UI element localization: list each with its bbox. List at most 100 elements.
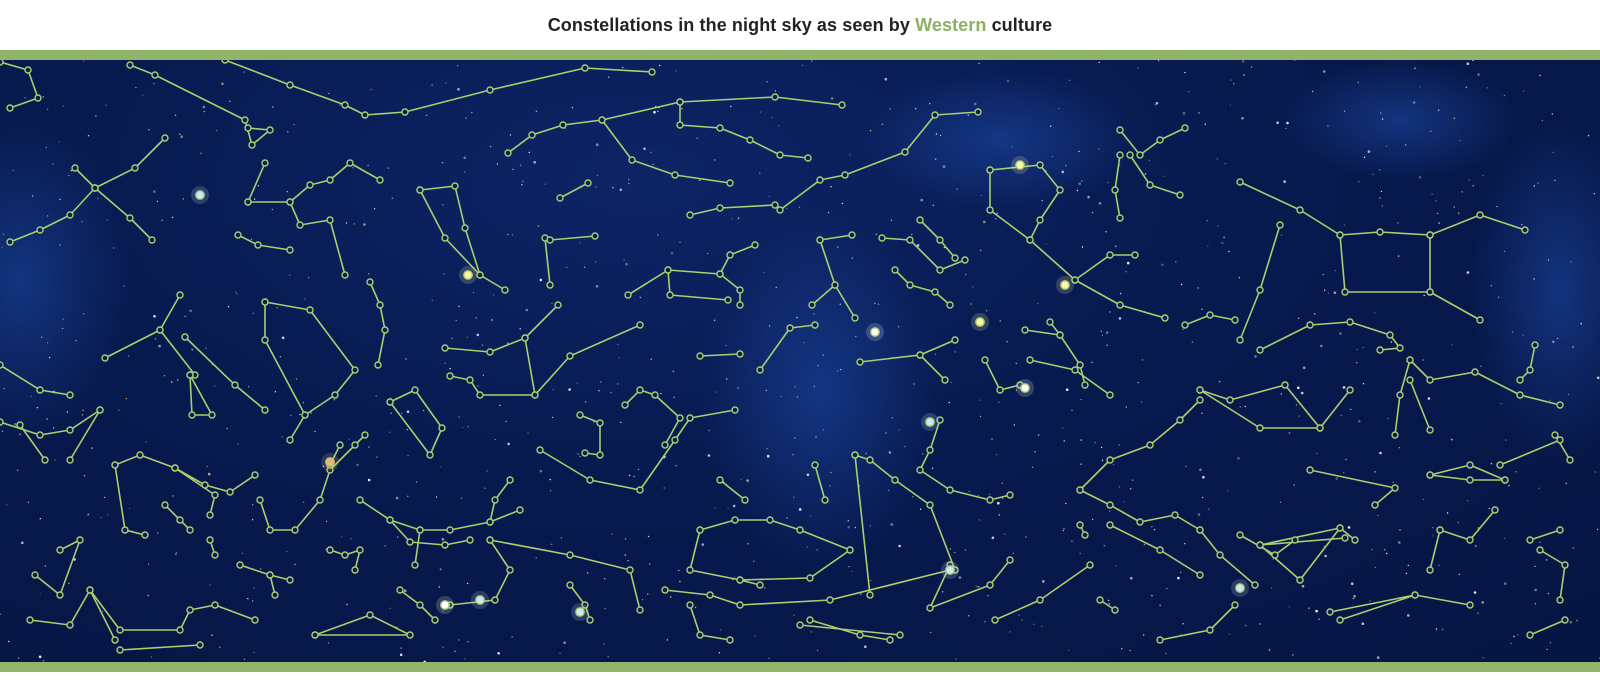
background-star xyxy=(45,146,47,149)
constellation-line xyxy=(1409,379,1431,431)
constellation-star xyxy=(661,441,669,449)
background-star xyxy=(1580,323,1582,325)
background-star xyxy=(1549,399,1551,401)
constellation-line xyxy=(814,464,826,501)
constellation-star xyxy=(716,476,724,484)
background-star xyxy=(1280,234,1283,236)
background-star xyxy=(148,129,150,131)
constellation-star xyxy=(1236,531,1244,539)
background-star xyxy=(594,261,597,263)
background-star xyxy=(1207,245,1209,247)
background-star xyxy=(1079,552,1081,555)
background-star xyxy=(299,413,301,416)
background-star xyxy=(1197,287,1200,289)
background-star xyxy=(1362,346,1365,349)
background-star xyxy=(1243,74,1245,76)
constellation-star xyxy=(1036,596,1044,604)
background-star xyxy=(1587,135,1590,137)
background-star xyxy=(1367,150,1371,153)
constellation-star xyxy=(1406,376,1414,384)
background-star xyxy=(660,392,662,395)
constellation-star xyxy=(1006,556,1014,564)
background-star xyxy=(1407,614,1410,617)
background-star xyxy=(438,586,440,588)
background-star xyxy=(1316,452,1318,455)
constellation-star xyxy=(176,626,184,634)
constellation-line xyxy=(389,389,443,456)
constellation-star xyxy=(176,291,184,299)
constellation-star xyxy=(584,179,592,187)
background-star xyxy=(1300,391,1304,395)
background-star xyxy=(1446,512,1449,514)
background-star xyxy=(1098,148,1100,150)
background-star xyxy=(653,110,656,114)
background-star xyxy=(1398,541,1401,544)
background-star xyxy=(732,504,736,508)
background-star xyxy=(1137,67,1139,69)
constellation-star xyxy=(1371,501,1379,509)
background-star xyxy=(1345,458,1347,461)
constellation-star xyxy=(266,126,274,134)
background-star xyxy=(1062,529,1065,532)
constellation-star xyxy=(6,104,14,112)
constellation-star xyxy=(804,154,812,162)
constellation-star xyxy=(851,314,859,322)
constellation-star xyxy=(1516,376,1524,384)
background-star xyxy=(1065,502,1067,505)
constellation-star xyxy=(696,526,704,534)
background-star xyxy=(1482,174,1484,176)
background-star xyxy=(849,154,851,156)
background-star xyxy=(346,603,348,606)
night-sky-map[interactable] xyxy=(0,60,1600,662)
background-star xyxy=(1034,451,1036,453)
background-star xyxy=(1397,222,1399,224)
background-star xyxy=(1118,486,1121,488)
background-star xyxy=(52,163,54,165)
background-star xyxy=(869,130,872,132)
background-star xyxy=(1103,544,1106,547)
background-star xyxy=(943,246,946,249)
background-star xyxy=(813,385,816,388)
background-star xyxy=(27,501,30,503)
background-star xyxy=(12,169,14,172)
constellation-star xyxy=(1426,376,1434,384)
background-star xyxy=(679,241,681,244)
background-star xyxy=(1472,185,1474,187)
background-star xyxy=(1228,633,1231,635)
constellation-star xyxy=(1306,321,1314,329)
constellation-star xyxy=(1226,396,1234,404)
background-star xyxy=(1322,273,1325,276)
background-star xyxy=(375,395,377,397)
constellation-line xyxy=(1259,321,1401,351)
background-star xyxy=(727,507,729,510)
background-star xyxy=(765,389,767,392)
background-star xyxy=(877,303,880,305)
constellation-line xyxy=(419,189,481,276)
background-star xyxy=(919,508,922,510)
background-star xyxy=(1302,366,1306,370)
constellation-star xyxy=(746,136,754,144)
constellation-line xyxy=(1259,537,1346,546)
constellation-star xyxy=(244,124,252,132)
constellation-line xyxy=(544,237,551,286)
background-star xyxy=(619,188,623,192)
constellation-star xyxy=(1136,518,1144,526)
background-star xyxy=(153,83,155,85)
background-star xyxy=(1081,180,1083,182)
background-star xyxy=(941,591,944,593)
background-star xyxy=(505,420,507,423)
background-star xyxy=(984,621,986,623)
constellation-star xyxy=(1161,314,1169,322)
background-star xyxy=(1151,595,1153,597)
background-star xyxy=(462,426,464,429)
background-star xyxy=(1466,271,1470,274)
background-star xyxy=(830,186,832,188)
constellation-star xyxy=(671,171,679,179)
background-star xyxy=(1380,190,1383,193)
constellation-star xyxy=(226,488,234,496)
background-star xyxy=(373,208,376,210)
background-star xyxy=(281,436,283,438)
constellation-line xyxy=(929,559,1011,609)
constellation-star xyxy=(811,461,819,469)
background-star xyxy=(920,198,923,202)
